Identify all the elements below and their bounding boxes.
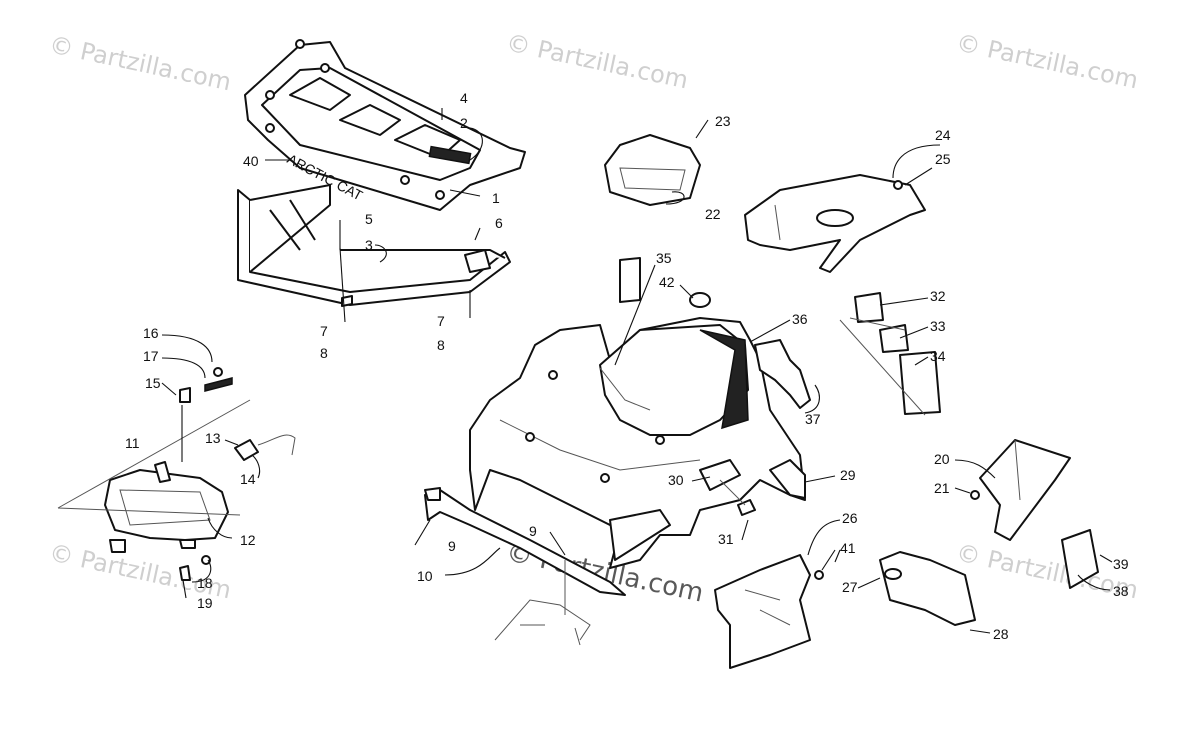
callout-31: 31 <box>718 531 734 547</box>
callout-30: 30 <box>668 472 684 488</box>
callout-34: 34 <box>930 348 946 364</box>
watermark: © Partzilla.com <box>954 28 1141 94</box>
callout-41: 41 <box>840 540 856 556</box>
callout-9a: 9 <box>448 538 456 554</box>
callout-15: 15 <box>145 375 161 391</box>
callout-3: 3 <box>365 237 373 253</box>
callout-13: 13 <box>205 430 221 446</box>
dash-panel-cover-part[interactable] <box>744 174 926 273</box>
small-cover-part[interactable] <box>1061 529 1099 589</box>
callout-17: 17 <box>143 348 159 364</box>
callout-24: 24 <box>935 127 951 143</box>
headlight-bulb-part[interactable] <box>234 434 296 461</box>
callout-25: 25 <box>935 151 951 167</box>
callout-8a: 8 <box>320 345 328 361</box>
callout-40: 40 <box>243 153 259 169</box>
leader-lines <box>161 108 1113 634</box>
callout-36: 36 <box>792 311 808 327</box>
callout-9b: 9 <box>529 523 537 539</box>
front-fender-body-part[interactable] <box>469 317 806 569</box>
callout-28: 28 <box>993 626 1009 642</box>
callout-14: 14 <box>240 471 256 487</box>
callout-1: 1 <box>492 190 500 206</box>
rack-support-bar-part[interactable] <box>237 184 511 307</box>
decal-sheets-part[interactable] <box>619 257 941 416</box>
callout-4: 4 <box>460 90 468 106</box>
watermark: © Partzilla.com <box>47 30 234 96</box>
callout-8b: 8 <box>437 337 445 353</box>
callout-29: 29 <box>840 467 856 483</box>
side-bracket-part[interactable] <box>754 339 811 409</box>
watermark: © Partzilla.com <box>504 28 691 94</box>
callout-20: 20 <box>934 451 950 467</box>
small-headlight-parts[interactable] <box>179 367 233 581</box>
callout-6: 6 <box>495 215 503 231</box>
fender-bracket-part[interactable] <box>699 459 756 516</box>
callout-7b: 7 <box>437 313 445 329</box>
callout-12: 12 <box>240 532 256 548</box>
headlight-assembly-part[interactable] <box>57 399 251 553</box>
callout-38: 38 <box>1113 583 1129 599</box>
callout-32: 32 <box>930 288 946 304</box>
callout-27: 27 <box>842 579 858 595</box>
callout-11: 11 <box>125 435 140 451</box>
callout-23: 23 <box>715 113 731 129</box>
front-cover-part[interactable] <box>769 459 806 499</box>
callout-21: 21 <box>934 480 950 496</box>
callout-2: 2 <box>460 115 468 131</box>
callout-18: 18 <box>197 575 213 591</box>
callout-5: 5 <box>365 211 373 227</box>
side-guard-part[interactable] <box>879 551 976 626</box>
side-panel-part[interactable] <box>970 439 1071 541</box>
callout-16: 16 <box>143 325 159 341</box>
frame-reference-sketch <box>494 560 591 646</box>
callout-22: 22 <box>705 206 721 222</box>
callout-35: 35 <box>656 250 672 266</box>
callout-10: 10 <box>417 568 433 584</box>
callout-42: 42 <box>659 274 675 290</box>
callout-7a: 7 <box>320 323 328 339</box>
inner-footwell-part[interactable] <box>714 554 824 669</box>
front-rack-part[interactable]: ARCTIC CAT <box>244 39 526 211</box>
callout-labels: 1 2 3 4 5 6 7 7 8 8 9 9 10 11 12 13 14 1… <box>125 90 1129 642</box>
callout-19: 19 <box>197 595 213 611</box>
vent-cover-part[interactable] <box>604 134 701 206</box>
callout-39: 39 <box>1113 556 1129 572</box>
callout-37: 37 <box>805 411 821 427</box>
callout-26: 26 <box>842 510 858 526</box>
front-bumper-fascia-part[interactable] <box>424 487 626 596</box>
callout-33: 33 <box>930 318 946 334</box>
